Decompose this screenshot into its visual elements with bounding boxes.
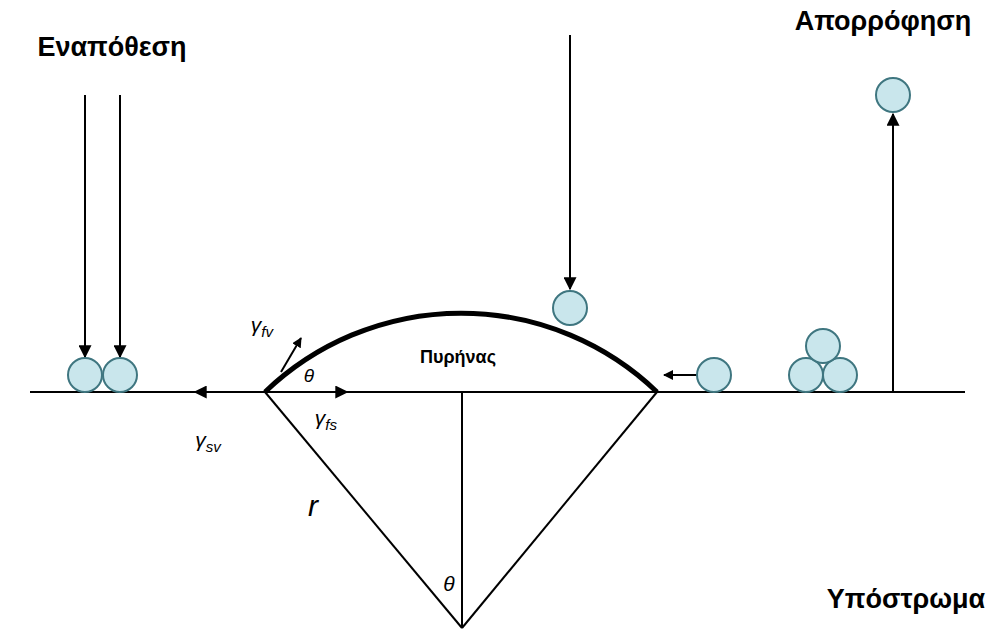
deposition-arrow [569,35,571,289]
tension-symbol: γfv [251,313,273,336]
axis-line [461,392,463,628]
process-label: Απορρόφηση [795,7,972,37]
angle-symbol: θ [443,572,454,595]
atoms [68,78,910,392]
atom [103,358,137,392]
deposition-arrow [84,95,86,357]
desorption-arrow [892,114,894,392]
angle-symbol: r [308,489,318,522]
angle-symbol: θ [304,366,314,387]
tension-symbol: γfs [315,406,337,429]
atom [68,358,102,392]
process-label: Εναπόθεση [37,33,186,63]
deposition-arrow [119,95,121,357]
atom [553,291,587,325]
process-label: Υπόστρωμα [827,585,985,615]
nucleus-arc [265,313,657,392]
tension-arrow [195,391,265,393]
tension-symbol: γsv [195,428,221,451]
diffusion-arrow [664,374,697,376]
atom [697,358,731,392]
tension-arrow [265,391,347,393]
radius-line [462,392,657,628]
atom [806,329,840,363]
radius-line [265,392,462,628]
substrate-line [30,391,965,393]
atom [876,78,910,112]
node-label: Πυρήνας [420,348,496,368]
nucleus-cap: Πυρήνας [262,310,660,394]
